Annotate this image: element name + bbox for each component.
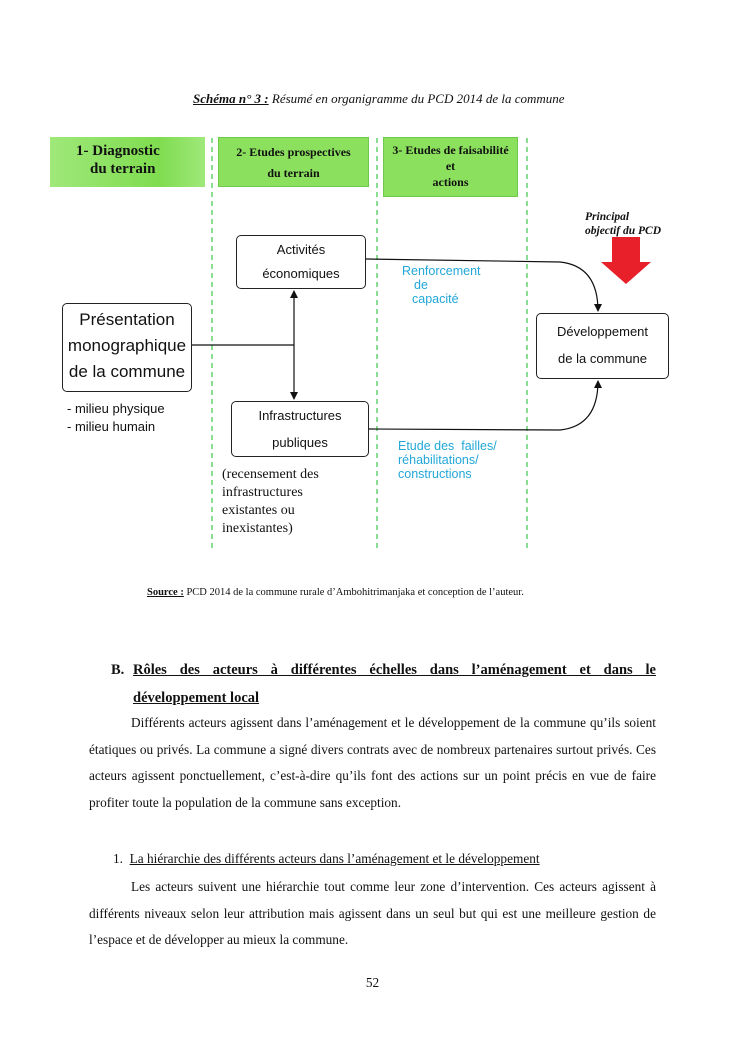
section-b-letter: B.	[111, 662, 125, 678]
subheading-1: 1. La hiérarchie des différents acteurs …	[113, 851, 540, 867]
box-infrastructures-publiques: Infrastructures publiques	[231, 401, 369, 457]
milieu-list: - milieu physique - milieu humain	[67, 400, 165, 436]
figure-source: Source : PCD 2014 de la commune rurale d…	[147, 587, 524, 598]
phase-1-header: 1- Diagnostic du terrain	[50, 137, 205, 187]
section-b-title: Rôles des acteurs à différentes échelles…	[133, 662, 656, 706]
objectif-line2: objectif du PCD	[585, 225, 662, 237]
arrow-infrastructures-developpement	[368, 380, 602, 431]
section-b-heading: B. Rôles des acteurs à différentes échel…	[111, 656, 656, 712]
paragraph-2-text: Les acteurs suivent une hiérarchie tout …	[89, 879, 656, 947]
box-presentation-monographique: Présentation monographique de la commune	[62, 303, 192, 392]
source-label: Source :	[147, 587, 184, 598]
box-infrastructures-line1: Infrastructures	[258, 408, 342, 423]
etude-failles-label: Etude des failles/ réhabilitations/ cons…	[398, 439, 497, 481]
page-number: 52	[365, 975, 380, 990]
box-developpement-commune: Développement de la commune	[536, 313, 669, 379]
caption-label: Schéma n° 3 :	[193, 91, 269, 106]
recensement-line1: (recensement des	[222, 467, 319, 482]
box-presentation-line1: Présentation	[79, 310, 175, 329]
box-developpement-line1: Développement	[556, 324, 649, 339]
phase-1-line2: du terrain	[90, 161, 156, 177]
red-down-arrow	[601, 237, 651, 284]
box-activites-line2: économiques	[262, 266, 340, 281]
paragraph-1-text: Différents acteurs agissent dans l’aména…	[89, 715, 656, 810]
milieu-humain: - milieu humain	[67, 419, 156, 434]
paragraph-1: Différents acteurs agissent dans l’aména…	[89, 710, 656, 816]
caption-text: Résumé en organigramme du PCD 2014 de la…	[268, 91, 565, 106]
renforcement-line2: de	[414, 278, 428, 292]
renforcement-line3: capacité	[412, 292, 459, 306]
etude-failles-line1: Etude des failles/	[398, 439, 497, 453]
phase-2-line1: 2- Etudes prospectives	[236, 145, 351, 159]
box-presentation-line3: de la commune	[68, 362, 186, 381]
box-developpement-line2: de la commune	[558, 351, 647, 366]
phase-3-line2: et	[445, 159, 456, 173]
phase-3-line3: actions	[432, 175, 469, 189]
box-presentation-line2: monographique	[67, 336, 187, 355]
recensement-note: (recensement des infrastructures existan…	[222, 466, 319, 538]
diagram-connectors	[192, 138, 651, 548]
recensement-line3: existantes ou	[222, 503, 295, 518]
subheading-1-title: La hiérarchie des différents acteurs dan…	[129, 851, 540, 866]
renforcement-line1: Renforcement	[402, 264, 481, 278]
figure-caption: Schéma n° 3 : Résumé en organigramme du …	[193, 91, 565, 107]
paragraph-2: Les acteurs suivent une hiérarchie tout …	[89, 874, 656, 954]
renforcement-label: Renforcement de capacité	[402, 264, 481, 306]
source-text: PCD 2014 de la commune rurale d’Ambohitr…	[183, 587, 524, 598]
etude-failles-line3: constructions	[398, 467, 472, 481]
box-activites-economiques: Activités économiques	[236, 235, 366, 289]
box-activites-line1: Activités	[276, 242, 326, 257]
phase-1-line1: 1- Diagnostic	[76, 143, 160, 159]
recensement-line2: infrastructures	[222, 485, 303, 500]
phase-2-line2: du terrain	[267, 166, 320, 180]
principal-objectif-label: Principal objectif du PCD	[585, 210, 661, 238]
phase-2-header: 2- Etudes prospectives du terrain	[218, 137, 369, 187]
recensement-line4: inexistantes)	[222, 521, 293, 536]
phase-3-line1: 3- Etudes de faisabilité	[392, 143, 509, 157]
milieu-physique: - milieu physique	[67, 401, 165, 416]
box-infrastructures-line2: publiques	[272, 435, 328, 450]
objectif-line1: Principal	[585, 211, 630, 223]
etude-failles-line2: réhabilitations/	[398, 453, 479, 467]
arrow-activites-developpement	[365, 258, 602, 312]
phase-3-header: 3- Etudes de faisabilité et actions	[383, 137, 518, 197]
subheading-1-number: 1.	[113, 851, 123, 866]
